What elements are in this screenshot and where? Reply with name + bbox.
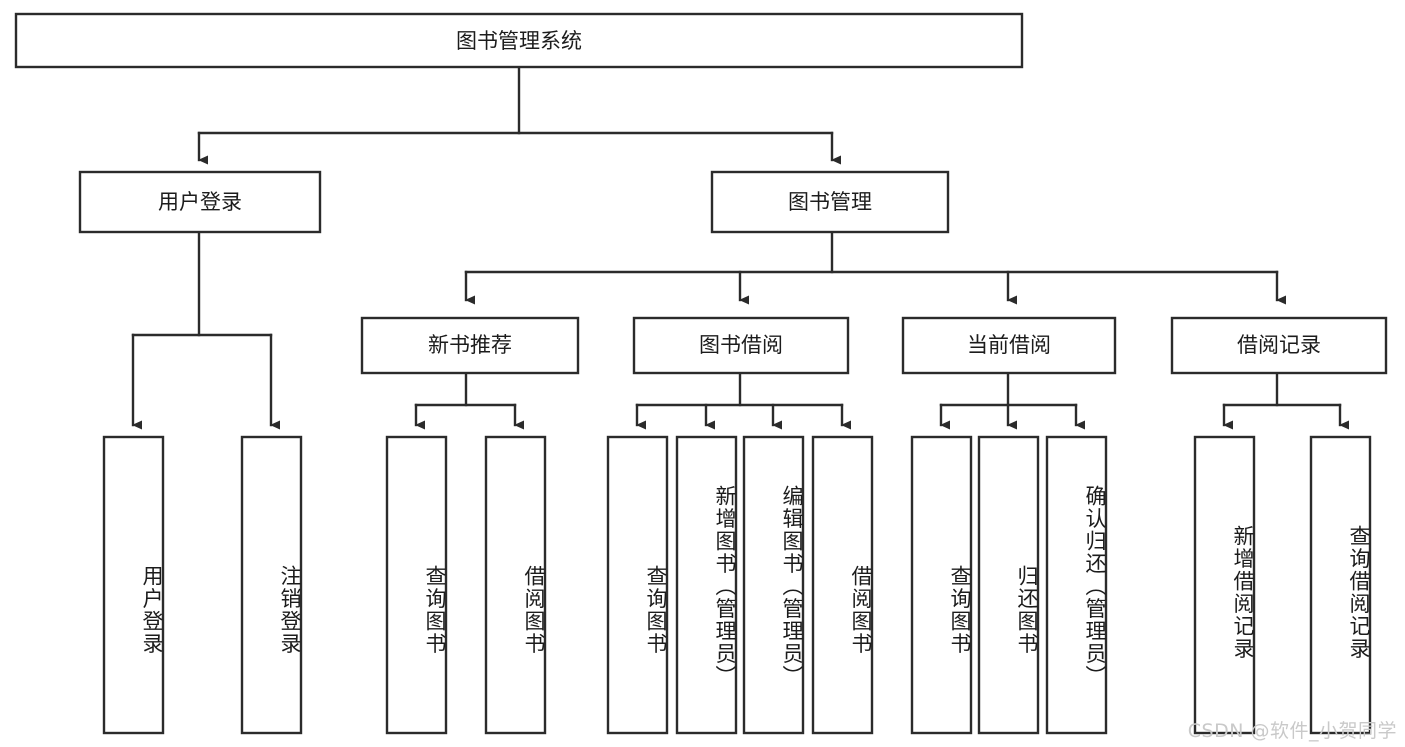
leaf-box-query-book-2[interactable] bbox=[606, 435, 669, 735]
leaf-box-add-borrow-record[interactable] bbox=[1193, 435, 1256, 735]
leaf-box-return-book[interactable] bbox=[977, 435, 1040, 735]
connector-bookmgmt-to-level2 bbox=[464, 230, 1286, 305]
leaf-box-borrow-book-1[interactable] bbox=[484, 435, 547, 735]
node-book-management[interactable]: 图书管理 bbox=[710, 170, 950, 234]
node-book-borrow[interactable]: 图书借阅 bbox=[632, 316, 850, 375]
leaf-box-logout[interactable] bbox=[240, 435, 303, 735]
leaf-box-query-book-3[interactable] bbox=[910, 435, 973, 735]
node-borrow-record[interactable]: 借阅记录 bbox=[1170, 316, 1388, 375]
leaf-box-query-book-1[interactable] bbox=[385, 435, 448, 735]
leaf-box-borrow-book-2[interactable] bbox=[811, 435, 874, 735]
connector-borrowrecord-to-leaves bbox=[1222, 371, 1349, 430]
leaf-box-query-borrow-record[interactable] bbox=[1309, 435, 1372, 735]
csdn-watermark: CSDN @软件_小贺同学 bbox=[1187, 720, 1397, 742]
leaf-box-edit-book-admin[interactable] bbox=[742, 435, 805, 735]
leaf-box-add-book-admin[interactable] bbox=[675, 435, 738, 735]
node-new-book-recommend[interactable]: 新书推荐 bbox=[360, 316, 580, 375]
node-current-borrow[interactable]: 当前借阅 bbox=[901, 316, 1117, 375]
node-user-login[interactable]: 用户登录 bbox=[78, 170, 322, 234]
node-root-label: 图书管理系统 bbox=[456, 29, 582, 53]
connector-newbook-to-leaves bbox=[414, 371, 524, 430]
node-current-borrow-label: 当前借阅 bbox=[967, 333, 1051, 357]
node-book-management-label: 图书管理 bbox=[788, 190, 872, 214]
connector-root-to-level1 bbox=[197, 65, 841, 165]
node-book-borrow-label: 图书借阅 bbox=[699, 333, 783, 357]
node-new-book-recommend-label: 新书推荐 bbox=[428, 333, 512, 357]
node-root-system[interactable]: 图书管理系统 bbox=[14, 12, 1024, 69]
connector-currentborrow-to-leaves bbox=[939, 371, 1085, 430]
connector-bookborrow-to-leaves bbox=[635, 371, 851, 430]
leaf-box-confirm-return-admin[interactable] bbox=[1045, 435, 1108, 735]
node-user-login-label: 用户登录 bbox=[158, 190, 242, 214]
connector-userlogin-to-leaves bbox=[131, 230, 280, 430]
leaf-box-user-login[interactable] bbox=[102, 435, 165, 735]
node-borrow-record-label: 借阅记录 bbox=[1237, 333, 1321, 357]
